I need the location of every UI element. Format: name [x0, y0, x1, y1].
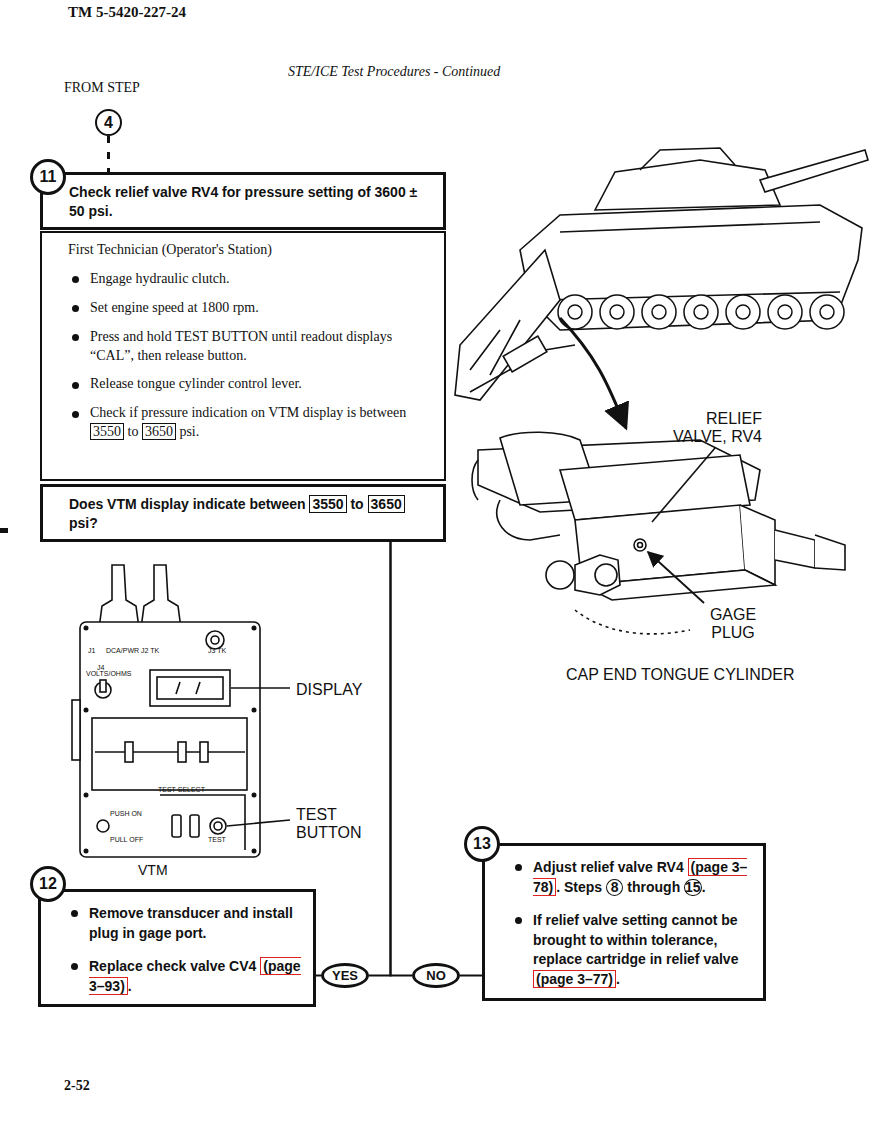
- flow-line: [369, 542, 391, 976]
- part-label: J3 TK: [208, 647, 226, 654]
- box-text: Check relief valve RV4 for pressure sett…: [69, 183, 433, 221]
- part-label: DCA/PWR J2 TK: [106, 647, 159, 654]
- part-label: PUSH ON: [110, 810, 142, 817]
- part-label: CAP END TONGUE CYLINDER: [566, 666, 795, 684]
- part-label: 2-52: [64, 1078, 90, 1094]
- tank-drawing: [455, 148, 868, 400]
- part-label: FROM STEP: [64, 80, 140, 96]
- part-label: TEST BUTTON: [296, 806, 386, 842]
- bullet-text: Adjust relief valve RV4 (page 3–78). Ste…: [511, 858, 753, 897]
- bullet-text: Set engine speed at 1800 rpm.: [68, 299, 434, 318]
- bullet-body: Adjust relief valve RV4 (page 3–78). Ste…: [533, 859, 747, 895]
- text-mark: 15: [684, 879, 702, 896]
- step-number-circle: 13: [464, 826, 500, 862]
- flow-line: [460, 975, 482, 977]
- part-label: J1: [88, 647, 95, 654]
- leader-line: [231, 687, 290, 689]
- bullet-dot: [72, 276, 79, 283]
- part-label: J4: [97, 664, 104, 671]
- instruction-box: First Technician (Operator's Station) Eng…: [40, 231, 446, 481]
- bullet-dot: [72, 334, 79, 341]
- bullet-body: Press and hold TEST BUTTON until readout…: [90, 329, 392, 363]
- bullet-text: Replace check valve CV4 (page 3–93).: [67, 957, 303, 996]
- answer-oval: YES: [321, 963, 369, 988]
- road-wheels: [558, 295, 844, 329]
- relief-valve-drawing: [472, 432, 845, 634]
- bullet-text: Check if pressure indication on VTM disp…: [68, 404, 434, 442]
- part-label: TM 5-5420-227-24: [68, 4, 186, 21]
- bullet-dot: [72, 411, 79, 418]
- margin-mark: [0, 528, 8, 533]
- box-text: 11: [40, 168, 57, 186]
- box-text: 4: [104, 114, 113, 132]
- bullet-body: If relief valve setting cannot be brough…: [533, 912, 738, 988]
- vtm-drawing: [72, 565, 260, 857]
- text-mark: (page 3–77): [533, 970, 616, 988]
- text-mark: 3650: [368, 495, 405, 513]
- step-number-circle: 4: [95, 109, 122, 136]
- bullet-text: Remove transducer and install plug in ga…: [67, 904, 303, 943]
- step-box: Does VTM display indicate between 3550 t…: [40, 484, 446, 542]
- bullet-text: Release tongue cylinder control lever.: [68, 375, 434, 394]
- text-mark: 8: [606, 879, 623, 896]
- bullet-body: Check if pressure indication on VTM disp…: [90, 405, 406, 440]
- step-number-circle: 11: [30, 159, 66, 195]
- step-box: Adjust relief valve RV4 (page 3–78). Ste…: [482, 843, 766, 1001]
- text-mark: (page 3–93): [89, 957, 301, 995]
- part-label: VOLTS/OHMS: [86, 670, 131, 677]
- text-mark: 3650: [142, 423, 176, 440]
- callout-arrow: [560, 318, 626, 428]
- box-text: 13: [473, 835, 491, 853]
- text-mark: 3550: [90, 423, 124, 440]
- part-label: TEST SELECT: [158, 786, 205, 793]
- flow-line: [391, 542, 413, 976]
- part-label: GAGE PLUG: [698, 606, 768, 642]
- box-text: NO: [426, 968, 446, 983]
- bullet-dot: [515, 864, 522, 871]
- bullet-text: Press and hold TEST BUTTON until readout…: [68, 328, 434, 366]
- part-label: TEST: [208, 836, 226, 843]
- text-mark: 3550: [309, 495, 346, 513]
- part-label: VTM: [138, 862, 168, 878]
- bullet-body: Engage hydraulic clutch.: [90, 271, 230, 286]
- leader-line: [648, 552, 704, 603]
- box-text: Does VTM display indicate between 3550 t…: [69, 495, 433, 533]
- bullet-body: Release tongue cylinder control lever.: [90, 376, 302, 391]
- screws: [84, 626, 257, 854]
- text-mark: (page 3–78): [533, 858, 747, 896]
- bullet-dot: [71, 910, 78, 917]
- bullet-text: Engage hydraulic clutch.: [68, 270, 434, 289]
- bullet-body: Replace check valve CV4 (page 3–93).: [89, 957, 301, 995]
- box-text: YES: [332, 968, 358, 983]
- step-box: Check relief valve RV4 for pressure sett…: [40, 172, 446, 230]
- bullet-dot: [72, 382, 79, 389]
- bullet-text: If relief valve setting cannot be brough…: [511, 911, 753, 989]
- bullet-dot: [71, 963, 78, 970]
- bullet-dot: [72, 305, 79, 312]
- part-label: RELIEF VALVE, RV4: [650, 410, 762, 446]
- box-text: 12: [39, 875, 57, 893]
- page-subtitle: STE/ICE Test Procedures - Continued: [288, 64, 500, 80]
- flow-line: [107, 136, 110, 172]
- part-label: DISPLAY: [296, 681, 362, 699]
- bullet-body: Remove transducer and install plug in ga…: [89, 905, 293, 941]
- leader-line: [652, 448, 715, 522]
- bullet-dot: [515, 917, 522, 924]
- box-text: First Technician (Operator's Station): [68, 241, 434, 260]
- leader-line: [227, 820, 290, 826]
- part-label: PULL OFF: [110, 836, 143, 843]
- step-box: Remove transducer and install plug in ga…: [38, 889, 316, 1007]
- answer-oval: NO: [412, 963, 460, 988]
- step-number-circle: 12: [30, 866, 66, 902]
- bullet-body: Set engine speed at 1800 rpm.: [90, 300, 259, 315]
